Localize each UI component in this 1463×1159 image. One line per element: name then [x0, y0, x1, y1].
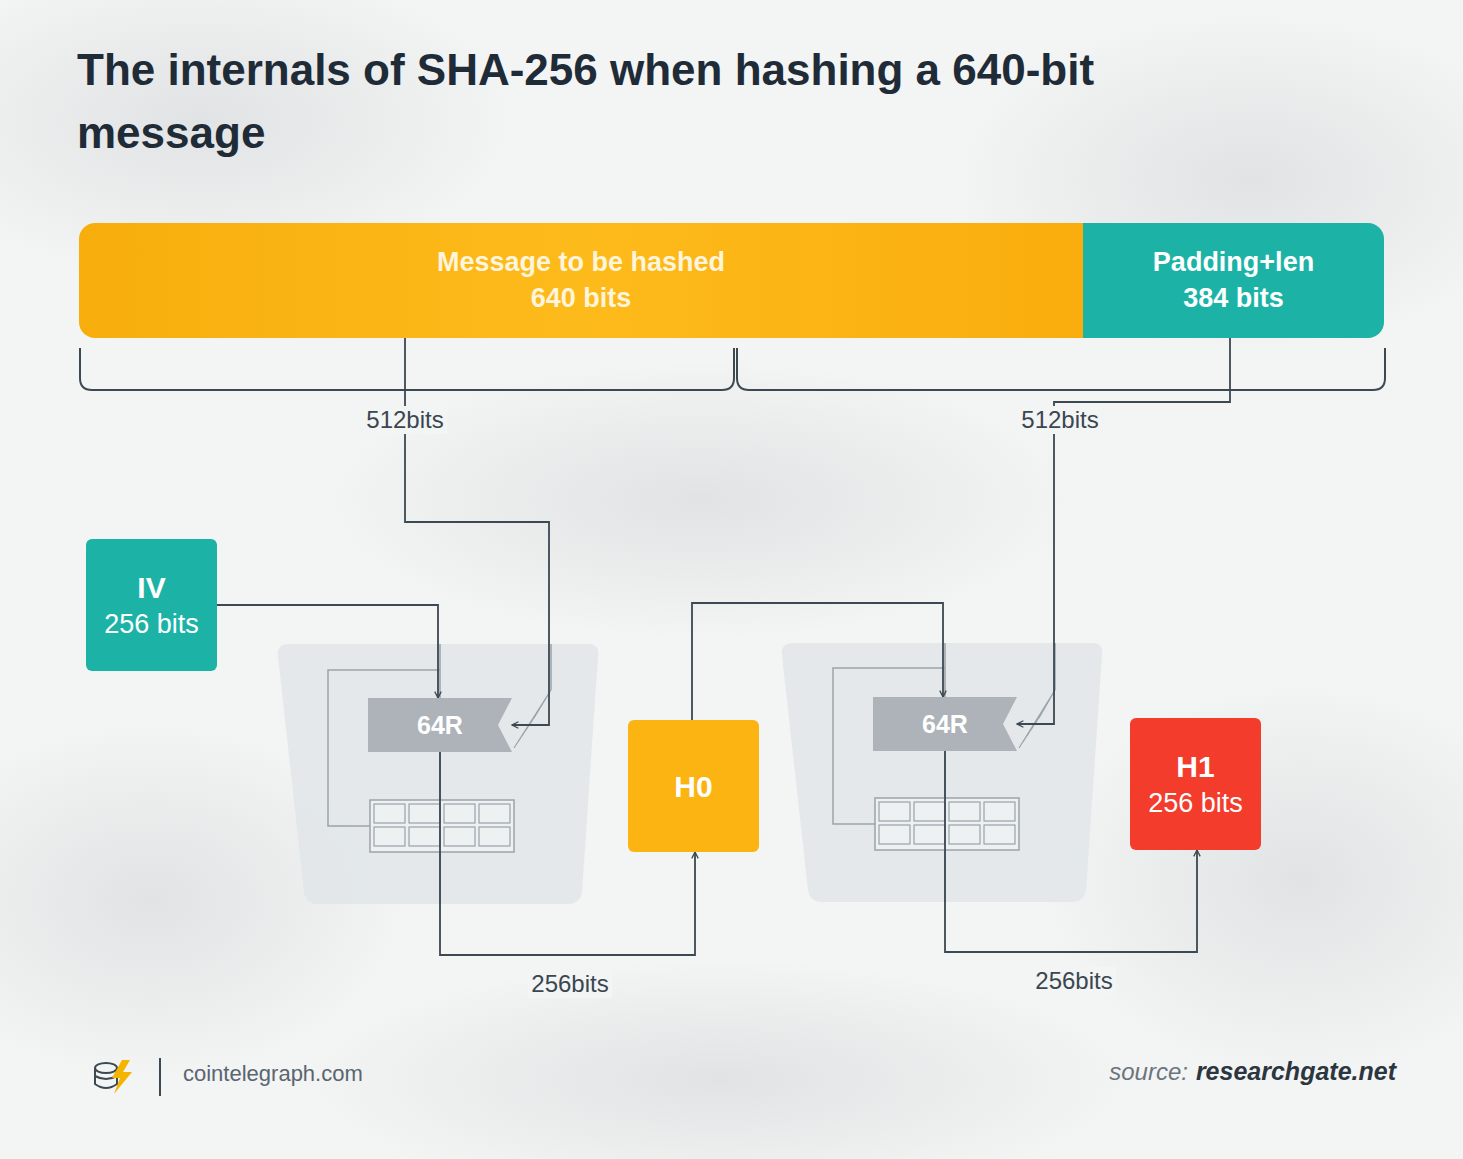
hash-box: H0: [628, 720, 759, 852]
edge-label: 512bits: [362, 406, 447, 434]
node-heading: 64R: [922, 708, 968, 741]
rounds-block: 64R: [873, 697, 1017, 751]
source-label: source:: [1109, 1058, 1188, 1086]
site-credit: cointelegraph.com: [183, 1061, 363, 1087]
node-heading: IV: [137, 568, 165, 607]
source-name: researchgate.net: [1196, 1057, 1396, 1086]
output-hash-box: H1256 bits: [1130, 718, 1261, 850]
node-subtext: 256 bits: [104, 607, 199, 642]
edge-label: 256bits: [1031, 967, 1116, 995]
title: The internals of SHA-256 when hashing a …: [77, 38, 1237, 164]
edge-label: 256bits: [527, 970, 612, 998]
node-subtext: 640 bits: [531, 281, 632, 316]
node-heading: Padding+len: [1153, 245, 1314, 280]
rounds-block: 64R: [368, 698, 512, 752]
iv-box: IV256 bits: [86, 539, 217, 671]
node-heading: H1: [1176, 747, 1214, 786]
node-heading: H0: [674, 767, 712, 806]
logo-icon: [95, 1060, 132, 1094]
bracket: [80, 348, 734, 390]
node-heading: 64R: [417, 709, 463, 742]
divider: [159, 1058, 161, 1096]
connector: [217, 605, 438, 698]
message-bar: Message to be hashed640 bits: [79, 223, 1083, 338]
node-subtext: 384 bits: [1183, 281, 1284, 316]
connector: [1017, 338, 1230, 724]
node-subtext: 256 bits: [1148, 786, 1243, 821]
connector: [405, 338, 549, 725]
bracket: [737, 348, 1385, 390]
node-heading: Message to be hashed: [437, 245, 725, 280]
edge-label: 512bits: [1017, 406, 1102, 434]
padding-bar: Padding+len384 bits: [1083, 223, 1384, 338]
